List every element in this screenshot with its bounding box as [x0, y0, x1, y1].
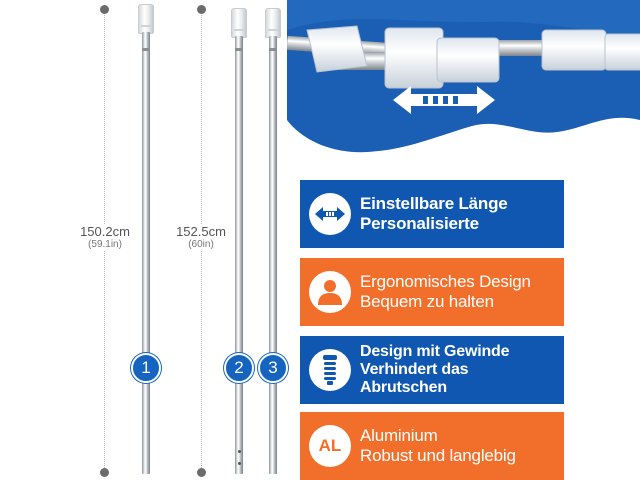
guide-bottom-dot: [100, 468, 109, 477]
feature-card-adjustable-length: Einstellbare Länge Personalisierte: [300, 180, 564, 248]
pole-joint: [269, 48, 277, 51]
connector-closeup-image: [287, 0, 640, 158]
feature-subtitle: Personalisierte: [360, 214, 479, 233]
pole-number-badge: 1: [131, 353, 161, 383]
al-label: AL: [318, 436, 342, 455]
feature-title: Ergonomisches Design: [360, 272, 531, 291]
feature-subtitle: Robust und langlebig: [360, 446, 516, 465]
measurement-1: 150.2cm (59.1in): [80, 224, 130, 251]
feature-card-aluminium: AL Aluminium Robust und langlebig: [300, 412, 564, 480]
feature-subtitle: Verhindert das: [360, 361, 469, 378]
feature-subtitle: Bequem zu halten: [360, 292, 494, 311]
measurement-length: 152.5cm: [176, 224, 226, 239]
connector-closeup-svg: [287, 0, 640, 153]
pole-end-cap: [138, 4, 154, 34]
measurement-imperial: (60in): [188, 239, 214, 250]
guide-top-dot: [197, 5, 206, 14]
measurement-2: 152.5cm (60in): [174, 224, 228, 251]
feature-title: Design mit Gewinde: [360, 343, 510, 360]
measurement-imperial: (59.1in): [88, 239, 122, 250]
measurement-length: 150.2cm: [80, 224, 130, 239]
pole-joint: [142, 48, 150, 51]
feature-subtitle: Abrutschen: [360, 379, 447, 396]
thread-screw-icon: [309, 349, 351, 391]
pole-end-cap: [231, 8, 247, 38]
feature-title: Einstellbare Länge: [360, 194, 508, 213]
pole-number-badge: 3: [258, 353, 288, 383]
pole-hole: [238, 462, 241, 465]
pole-3: [269, 36, 277, 474]
pole-end-cap: [265, 8, 281, 38]
arrows-extend-icon: [309, 193, 351, 235]
pole-1: [142, 32, 150, 474]
pole-joint: [235, 48, 243, 51]
pole-2: [235, 36, 243, 474]
feature-card-thread-design: Design mit Gewinde Verhindert das Abruts…: [300, 336, 564, 404]
feature-card-ergonomic-design: Ergonomisches Design Bequem zu halten: [300, 258, 564, 326]
aluminium-al-icon: AL: [309, 425, 351, 467]
extend-arrow-icon: [393, 86, 495, 114]
pole-hole: [238, 450, 241, 453]
feature-title: Aluminium: [360, 426, 438, 445]
pole-number-badge: 2: [224, 353, 254, 383]
guide-top-dot: [100, 5, 109, 14]
guide-bottom-dot: [197, 468, 206, 477]
person-icon: [309, 271, 351, 313]
